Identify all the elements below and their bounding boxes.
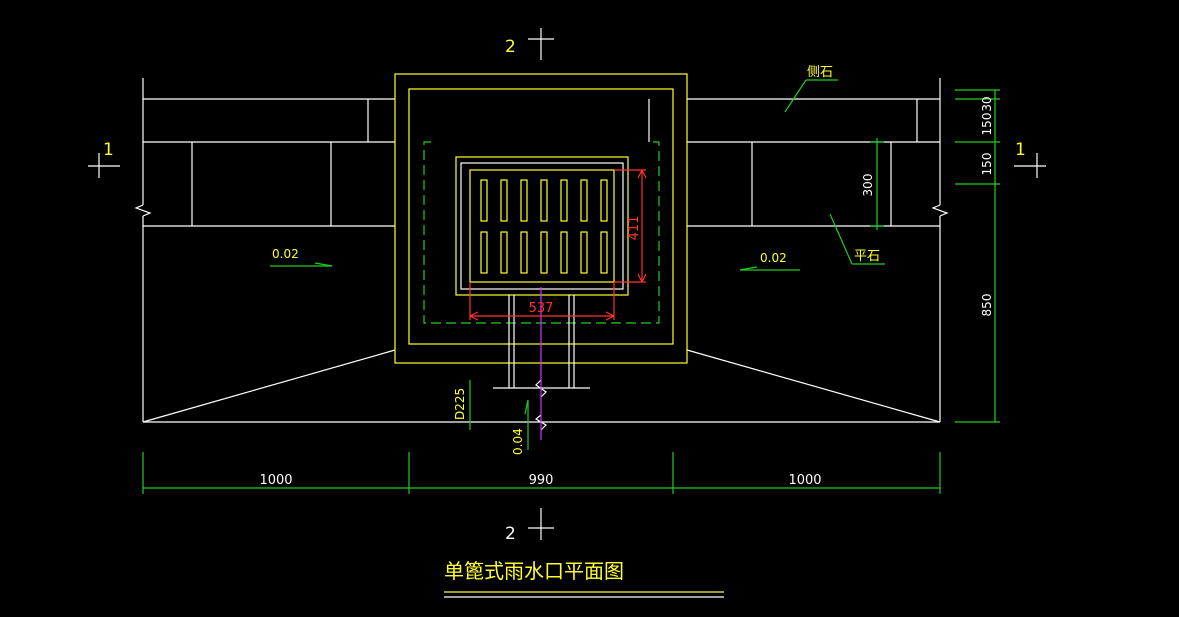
dim-1000-left: 1000	[259, 473, 292, 488]
slope-pipe: 0.04	[511, 399, 529, 455]
slope-right: 0.02	[739, 251, 800, 271]
svg-text:平石: 平石	[854, 249, 880, 264]
svg-text:1: 1	[1015, 140, 1026, 160]
dim-150-upper: 150	[980, 113, 994, 136]
dim-30: 30	[980, 96, 994, 111]
bottom-dimensions: 1000 990 1000	[142, 452, 941, 494]
section-mark-right: 1	[1014, 140, 1046, 178]
svg-text:300: 300	[861, 174, 875, 197]
dim-1000-right: 1000	[788, 473, 821, 488]
grate-height-label: 411	[627, 216, 642, 241]
svg-text:0.04: 0.04	[511, 428, 525, 455]
outlet-pipe	[493, 295, 590, 431]
grate-slots	[480, 179, 608, 274]
svg-text:2: 2	[505, 524, 516, 544]
flat-stone-label: 平石	[829, 213, 885, 265]
road-outline	[134, 78, 949, 423]
svg-text:侧石: 侧石	[807, 65, 833, 80]
drawing-title: 单篦式雨水口平面图	[444, 559, 724, 598]
dim-150-lower: 150	[980, 153, 994, 176]
svg-text:1: 1	[103, 140, 114, 160]
right-dimensions: 30 150 150 850	[955, 89, 1000, 423]
svg-text:2: 2	[505, 37, 516, 57]
dim-990: 990	[529, 473, 554, 488]
inner-300-dimension: 300	[861, 138, 884, 230]
pipe-label: D225	[453, 380, 471, 430]
section-mark-top: 2	[505, 28, 554, 60]
grate-dimensions: 537 411	[469, 169, 647, 321]
svg-text:0.02: 0.02	[760, 251, 787, 265]
grate-width-label: 537	[529, 301, 554, 316]
svg-text:D225: D225	[453, 388, 467, 420]
curb-stone-label: 侧石	[784, 65, 838, 113]
svg-text:0.02: 0.02	[272, 247, 299, 261]
slope-left: 0.02	[270, 247, 333, 267]
section-mark-bottom: 2	[505, 508, 554, 544]
dim-850: 850	[980, 294, 994, 317]
section-mark-left: 1	[88, 140, 120, 178]
title-text: 单篦式雨水口平面图	[444, 559, 624, 583]
